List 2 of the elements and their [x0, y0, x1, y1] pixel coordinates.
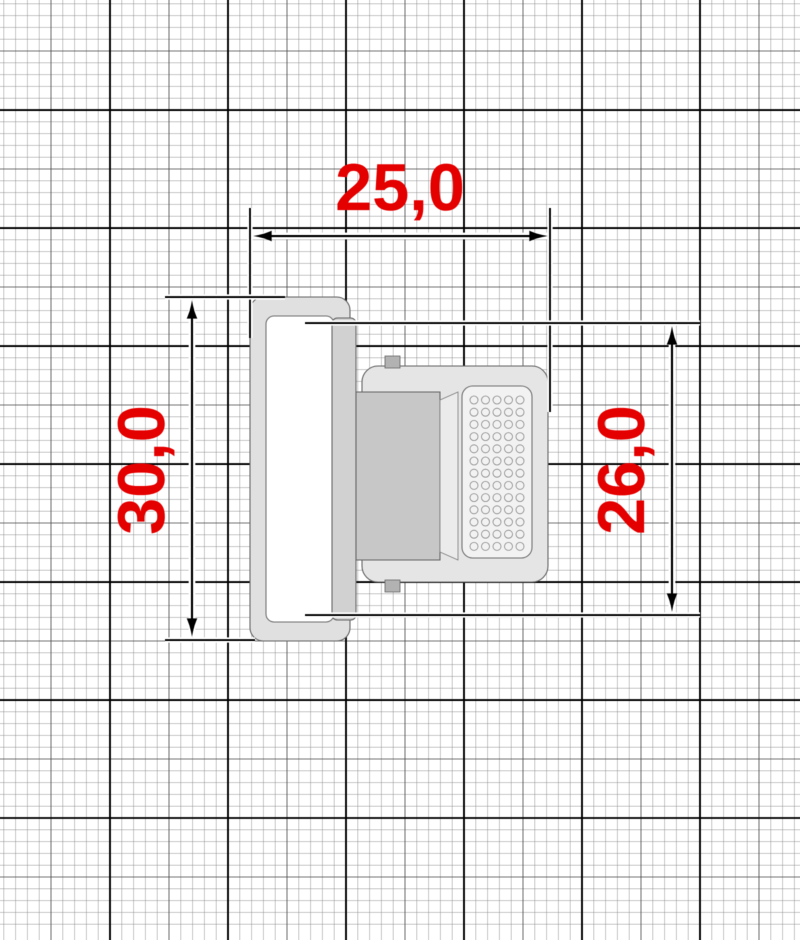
dimension-label: 30,0	[118, 408, 174, 534]
dimension-label: 26,0	[598, 408, 654, 533]
